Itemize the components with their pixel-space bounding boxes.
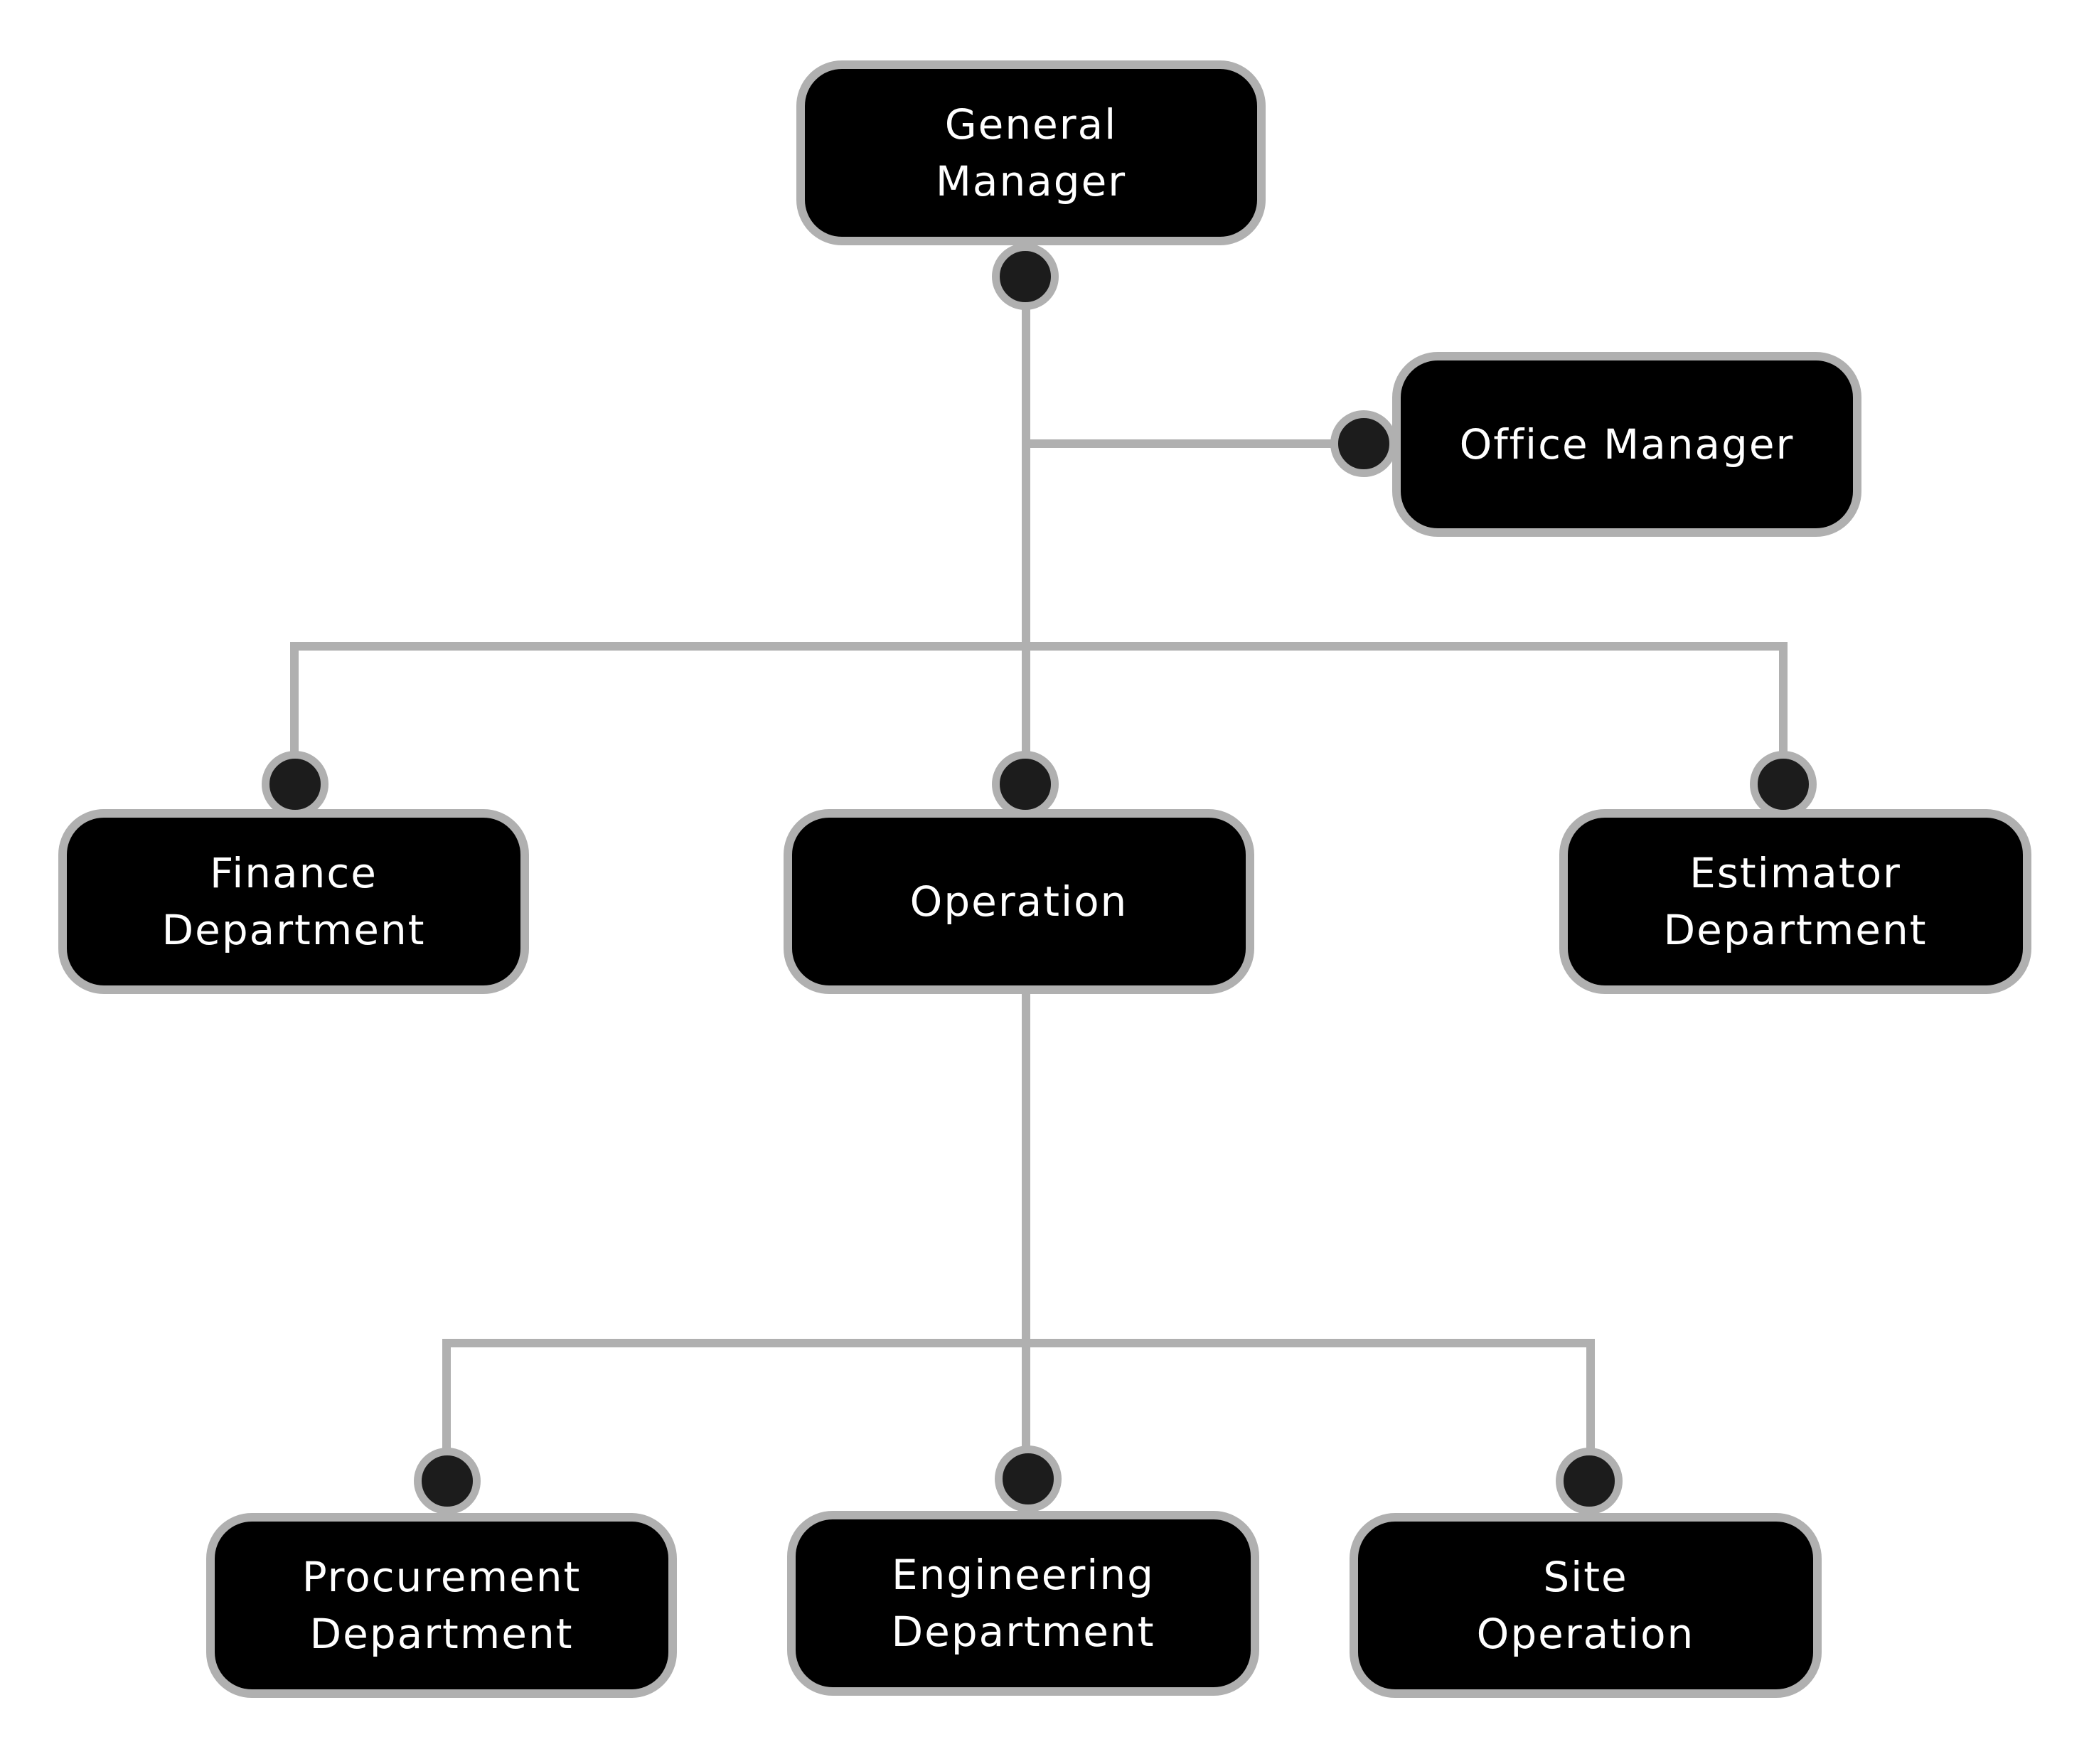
node-label: Site Operation	[1476, 1553, 1695, 1658]
connector-dot-office-manager	[1330, 410, 1397, 477]
connector-dot-estimator-department	[1750, 751, 1817, 818]
connector-sub-bar	[442, 1339, 1595, 1347]
connector-operation-trunk	[1022, 988, 1030, 1486]
connector-site-drop	[1586, 1339, 1595, 1481]
node-label: Office Manager	[1459, 420, 1795, 469]
connector-gm-trunk	[1022, 276, 1030, 788]
connector-dot-engineering-department	[995, 1445, 1062, 1512]
node-label: General Manager	[935, 100, 1127, 205]
node-label: Procurement Department	[301, 1553, 582, 1658]
connector-dot-finance-department	[262, 751, 328, 818]
connector-office-branch	[1022, 439, 1363, 448]
node-label: Engineering Department	[891, 1551, 1155, 1656]
connector-dot-site-operation	[1556, 1448, 1623, 1514]
node-label: Estimator Department	[1663, 849, 1928, 954]
connector-finance-drop	[290, 642, 299, 784]
node-estimator-department: Estimator Department	[1559, 809, 2031, 994]
connector-dot-general-manager	[992, 243, 1059, 310]
connector-dept-bar	[290, 642, 1788, 651]
connector-estimator-drop	[1779, 642, 1788, 784]
connector-procurement-drop	[442, 1339, 451, 1481]
node-label: Operation	[909, 877, 1128, 926]
node-operation: Operation	[784, 809, 1254, 994]
node-label: Finance Department	[161, 849, 426, 954]
connector-dot-procurement-department	[414, 1448, 481, 1514]
node-office-manager: Office Manager	[1392, 352, 1861, 537]
node-site-operation: Site Operation	[1350, 1513, 1822, 1698]
node-engineering-department: Engineering Department	[787, 1511, 1259, 1696]
node-finance-department: Finance Department	[58, 809, 529, 994]
node-general-manager: General Manager	[796, 60, 1266, 245]
node-procurement-department: Procurement Department	[206, 1513, 677, 1698]
connector-dot-operation	[992, 751, 1059, 818]
